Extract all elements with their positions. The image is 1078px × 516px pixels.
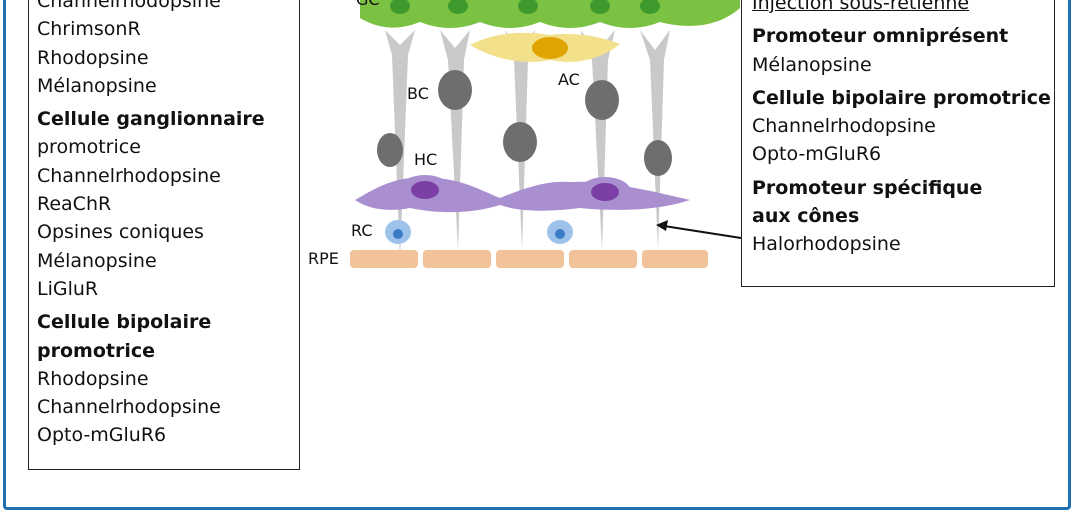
label-hc: HC <box>414 150 438 169</box>
label-rpe: RPE <box>308 249 339 268</box>
left-line: Mélanopsine <box>37 74 157 97</box>
bipolar-nucleus-5 <box>644 140 672 176</box>
label-bc: BC <box>407 84 429 103</box>
rod-nucleus-2 <box>555 229 565 239</box>
ganglion-nucleus-3 <box>518 0 538 14</box>
rod-cell-layer <box>385 220 573 244</box>
ganglion-nucleus-1 <box>390 0 410 14</box>
horizontal-cell-layer <box>355 175 690 213</box>
left-line: ChrimsonR <box>37 18 141 41</box>
bipolar-stalk-4 <box>580 30 615 250</box>
pointer-arrow-line <box>663 225 742 239</box>
bipolar-nucleus-1 <box>438 70 472 110</box>
horizontal-nucleus-1 <box>411 181 439 199</box>
right-line: Opto-mGluR6 <box>752 143 882 166</box>
rpe-layer <box>350 250 708 268</box>
rpe-cell-1 <box>350 250 418 268</box>
bipolar-cell-layer <box>377 30 672 260</box>
left-line: Opto-mGluR6 <box>37 424 167 447</box>
left-line: LiGluR <box>37 277 99 300</box>
ganglion-nucleus-5 <box>640 0 660 14</box>
label-gc: GC <box>356 0 380 9</box>
right-line: Injection sous-rétienne <box>752 0 970 14</box>
left-line: Mélanopsine <box>37 249 157 272</box>
label-rc: RC <box>351 221 373 240</box>
bipolar-nucleus-4 <box>585 80 619 120</box>
right-line: Promoteur omniprésent <box>752 25 1009 48</box>
left-line: Channelrhodopsine <box>37 396 221 419</box>
left-line: Cellule bipolaire <box>37 311 212 334</box>
left-line: ReaChR <box>37 193 112 216</box>
rpe-cell-2 <box>423 250 491 268</box>
left-line: Cellule ganglionnaire <box>37 108 265 131</box>
left-line: Channelrhodopsine <box>37 0 221 12</box>
amacrine-cell <box>470 32 620 62</box>
ganglion-cell-layer <box>360 0 740 28</box>
right-line: Cellule bipolaire promotrice <box>752 86 1051 109</box>
rpe-cell-3 <box>496 250 564 268</box>
left-line: Rhodopsine <box>37 46 149 69</box>
bipolar-nucleus-2 <box>377 133 403 167</box>
right-line: aux cônes <box>752 205 860 228</box>
rod-nucleus-1 <box>393 229 403 239</box>
pointer-arrow-head <box>656 220 668 231</box>
label-ac: AC <box>558 70 580 89</box>
left-line: Rhodopsine <box>37 367 149 390</box>
figure-frame <box>3 0 1071 510</box>
bipolar-stalk-5 <box>640 30 670 250</box>
horizontal-nucleus-2 <box>591 183 619 201</box>
left-line: promotrice <box>37 136 141 159</box>
right-line: Mélanopsine <box>752 53 872 76</box>
right-line: Promoteur spécifique <box>752 176 983 199</box>
bipolar-nucleus-3 <box>503 122 537 162</box>
rpe-cell-4 <box>569 250 637 268</box>
rpe-cell-5 <box>642 250 708 268</box>
right-line: Channelrhodopsine <box>752 115 936 138</box>
left-line: promotrice <box>37 339 155 362</box>
right-line: Halorhodopsine <box>752 233 901 256</box>
ganglion-nucleus-4 <box>590 0 610 14</box>
left-line: Opsines coniques <box>37 221 204 244</box>
bipolar-stalk-2 <box>440 30 470 250</box>
amacrine-nucleus <box>532 37 568 59</box>
left-line: Channelrhodopsine <box>37 164 221 187</box>
ganglion-nucleus-2 <box>448 0 468 14</box>
